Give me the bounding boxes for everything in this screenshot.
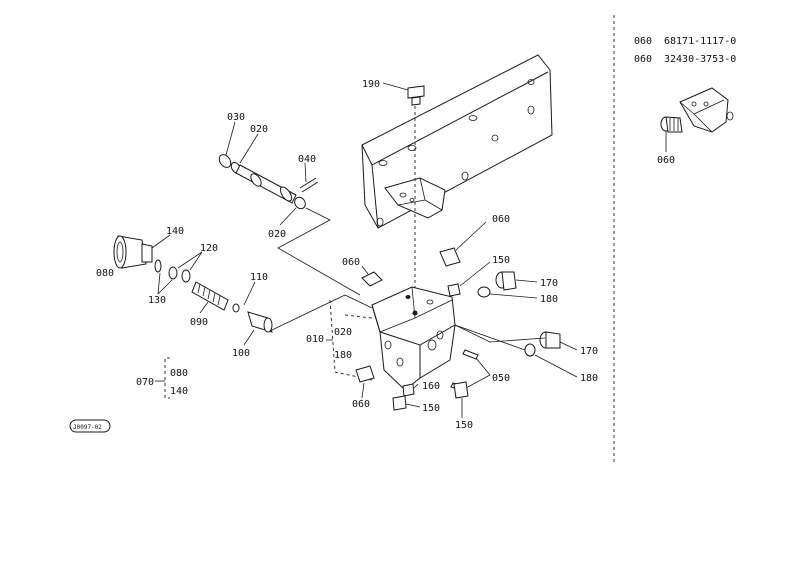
inset-detail	[613, 15, 734, 462]
callout-150: 150	[492, 255, 510, 266]
fittings	[355, 221, 578, 418]
callout-180: 180	[540, 294, 558, 305]
callout-080: 080	[96, 268, 114, 279]
callout-060: 060	[342, 257, 360, 268]
parts-row-ref: 060	[634, 36, 652, 47]
callout-190: 190	[362, 79, 380, 90]
callout-060: 060	[657, 155, 675, 166]
valve-block	[326, 286, 456, 391]
relief-valve-assembly	[113, 234, 373, 346]
drawing-code-badge	[69, 419, 111, 433]
shaft-assembly	[218, 121, 361, 296]
callout-120: 120	[200, 243, 218, 254]
callout-020: 020	[250, 124, 268, 135]
callout-170: 170	[540, 278, 558, 289]
callout-170: 170	[580, 346, 598, 357]
parts-table: 060 68171-1117-0 060 32430-3753-0	[634, 36, 736, 65]
callout-080: 080	[170, 368, 188, 379]
callout-140: 140	[170, 386, 188, 397]
callout-070: 070	[136, 377, 154, 388]
callout-060: 060	[492, 214, 510, 225]
frame-plate	[361, 54, 553, 229]
callout-140: 140	[166, 226, 184, 237]
callout-160: 160	[422, 381, 440, 392]
callout-050: 050	[492, 373, 510, 384]
bolt-190	[382, 82, 425, 300]
callout-150: 150	[422, 403, 440, 414]
callout-180: 180	[334, 350, 352, 361]
callout-030: 030	[227, 112, 245, 123]
callout-060: 060	[352, 399, 370, 410]
callout-150: 150	[455, 420, 473, 431]
callout-010: 010	[306, 334, 324, 345]
parts-row-number: 32430-3753-0	[664, 54, 736, 65]
callout-020: 020	[268, 229, 286, 240]
callout-110: 110	[250, 272, 268, 283]
callout-100: 100	[232, 348, 250, 359]
callout-020: 020	[334, 327, 352, 338]
callout-090: 090	[190, 317, 208, 328]
callout-180: 180	[580, 373, 598, 384]
parts-row-number: 68171-1117-0	[664, 36, 736, 47]
drawing-code: J0097-02	[73, 424, 102, 431]
callout-labels: 190 030 020 040 020 060 060 150 170 180 …	[96, 79, 675, 431]
group-bracket-070	[155, 357, 170, 399]
callout-130: 130	[148, 295, 166, 306]
callout-040: 040	[298, 154, 316, 165]
parts-row-ref: 060	[634, 54, 652, 65]
